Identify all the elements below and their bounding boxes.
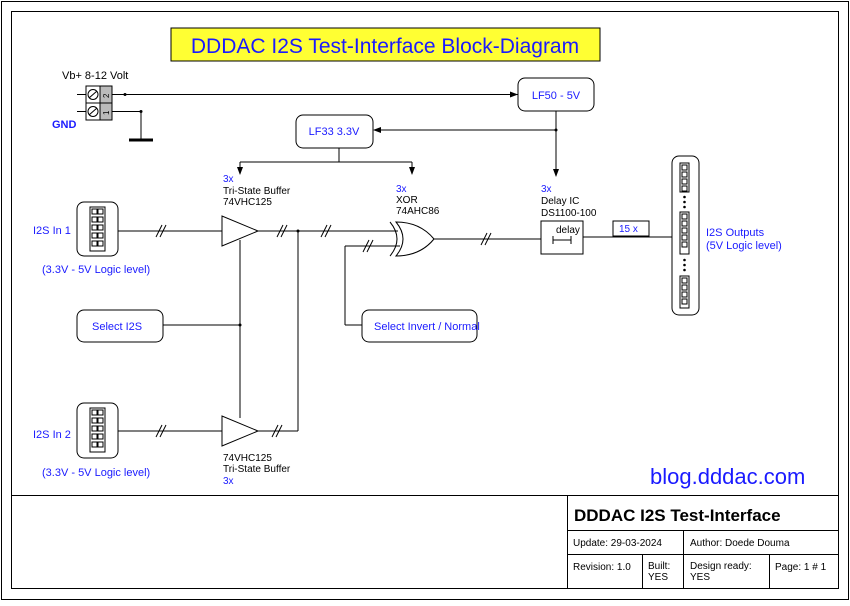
- output-header-connectors: [671, 155, 700, 316]
- select-invert-control: [361, 309, 478, 343]
- arrow-to-lf33: [373, 127, 381, 133]
- input-1-level: (3.3V - 5V Logic level): [42, 264, 150, 276]
- project-name: DDDAC I2S Test-Interface: [574, 506, 781, 525]
- buffer-bottom-part: 74VHC125: [223, 453, 272, 464]
- input-2-header-connector: [76, 402, 119, 459]
- buffer-top-name: Tri-State Buffer: [223, 186, 291, 197]
- supply-voltage-label: Vb+ 8-12 Volt: [62, 70, 128, 82]
- input-1-header-connector: [76, 201, 119, 257]
- xor-gate: [394, 221, 435, 257]
- lf50-label: LF50 - 5V: [532, 90, 581, 102]
- xor-part: 74AHC86: [396, 206, 440, 217]
- title-banner: [170, 27, 601, 62]
- terminal-pin-2: 2: [102, 93, 111, 98]
- power-terminal-block: 2 1: [77, 85, 113, 121]
- arrow-to-buffer: [237, 167, 243, 175]
- output-multiplier-box: [612, 220, 650, 237]
- select-invert-label: Select Invert / Normal: [374, 321, 480, 333]
- delay-part: DS1100-100: [541, 208, 597, 219]
- select-i2s-control: [76, 309, 164, 343]
- arrow-to-lf50: [510, 91, 518, 98]
- arrow-to-xor: [409, 167, 415, 175]
- output-multiplier: 15 x: [619, 224, 638, 235]
- sheet-inner-frame: [11, 11, 839, 589]
- buffer-top-count: 3x: [223, 174, 234, 185]
- built-value: YES: [648, 572, 668, 583]
- built-label: Built:: [648, 561, 670, 572]
- select-i2s-label: Select I2S: [92, 321, 142, 333]
- delay-symbol-icon: [552, 236, 572, 244]
- website-link[interactable]: blog.dddac.com: [650, 464, 805, 489]
- input-2-label: I2S In 2: [33, 429, 71, 441]
- update-date: Update: 29-03-2024: [573, 538, 662, 549]
- delay-ic: [540, 220, 584, 255]
- delay-count: 3x: [541, 184, 552, 195]
- xor-name: XOR: [396, 195, 418, 206]
- lf33-regulator: [295, 114, 374, 149]
- outputs-label: I2S Outputs: [706, 227, 765, 239]
- outputs-level: (5V Logic level): [706, 240, 782, 252]
- revision: Revision: 1.0: [573, 562, 631, 573]
- tri-state-buffer-bottom: [221, 415, 260, 447]
- input-1-label: I2S In 1: [33, 225, 71, 237]
- tri-state-buffer-top: [221, 215, 260, 247]
- input-2-level: (3.3V - 5V Logic level): [42, 467, 150, 479]
- buffer-bottom-name: Tri-State Buffer: [223, 464, 291, 475]
- xor-count: 3x: [396, 184, 407, 195]
- buffer-top-part: 74VHC125: [223, 197, 272, 208]
- arrow-to-delay: [553, 169, 559, 177]
- design-ready-value: YES: [690, 572, 710, 583]
- gnd-label: GND: [52, 119, 77, 131]
- diagram-title: DDDAC I2S Test-Interface Block-Diagram: [191, 35, 579, 58]
- delay-ic-label: delay: [556, 225, 580, 236]
- lf33-label: LF33 3.3V: [309, 126, 360, 138]
- page-number: Page: 1 # 1: [775, 562, 827, 573]
- author: Author: Doede Douma: [690, 538, 790, 549]
- bus-mark: [155, 224, 167, 238]
- design-ready-label: Design ready:: [690, 561, 752, 572]
- delay-name: Delay IC: [541, 196, 579, 207]
- buffer-bottom-count: 3x: [223, 476, 234, 487]
- terminal-pin-1: 1: [102, 110, 111, 115]
